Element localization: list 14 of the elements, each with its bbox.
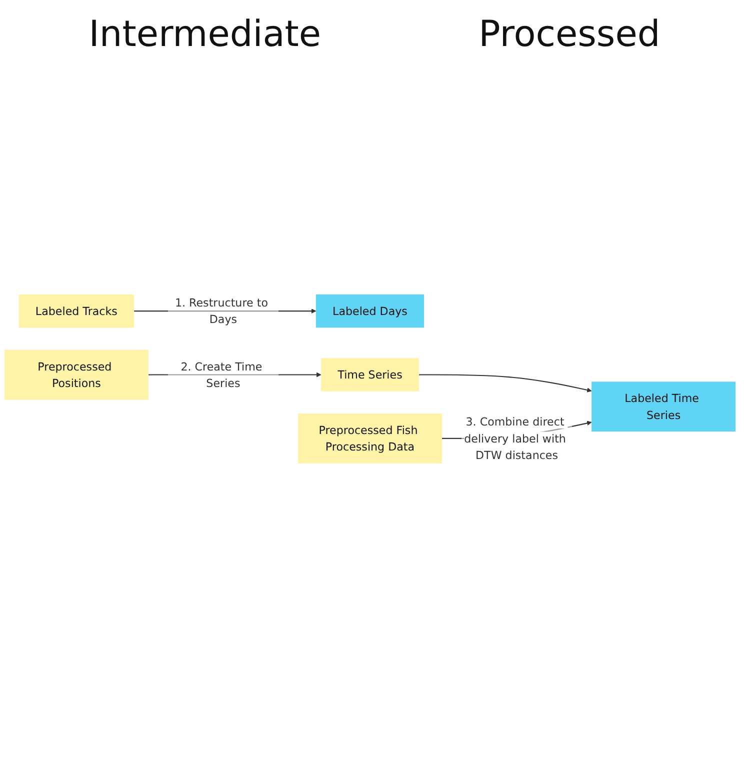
column-heading: Intermediate xyxy=(88,14,322,55)
edge-label: 2. Create Time Series xyxy=(180,360,262,390)
node-box: Labeled Time Series xyxy=(592,382,736,432)
arrow xyxy=(418,374,592,392)
arrow xyxy=(134,308,316,314)
node-box: Preprocessed Positions xyxy=(4,350,148,400)
column-heading: Processed xyxy=(478,14,660,55)
node-box: Time Series xyxy=(321,358,419,392)
edge-label: 3. Combine direct delivery label with DTW distances xyxy=(464,415,566,462)
edge-label: 1. Restructure to Days xyxy=(174,296,268,326)
node-box: Labeled Tracks xyxy=(18,294,134,328)
arrow xyxy=(148,372,322,378)
node-box: Labeled Days xyxy=(316,294,424,328)
node-box: Preprocessed Fish Processing Data xyxy=(298,414,442,464)
